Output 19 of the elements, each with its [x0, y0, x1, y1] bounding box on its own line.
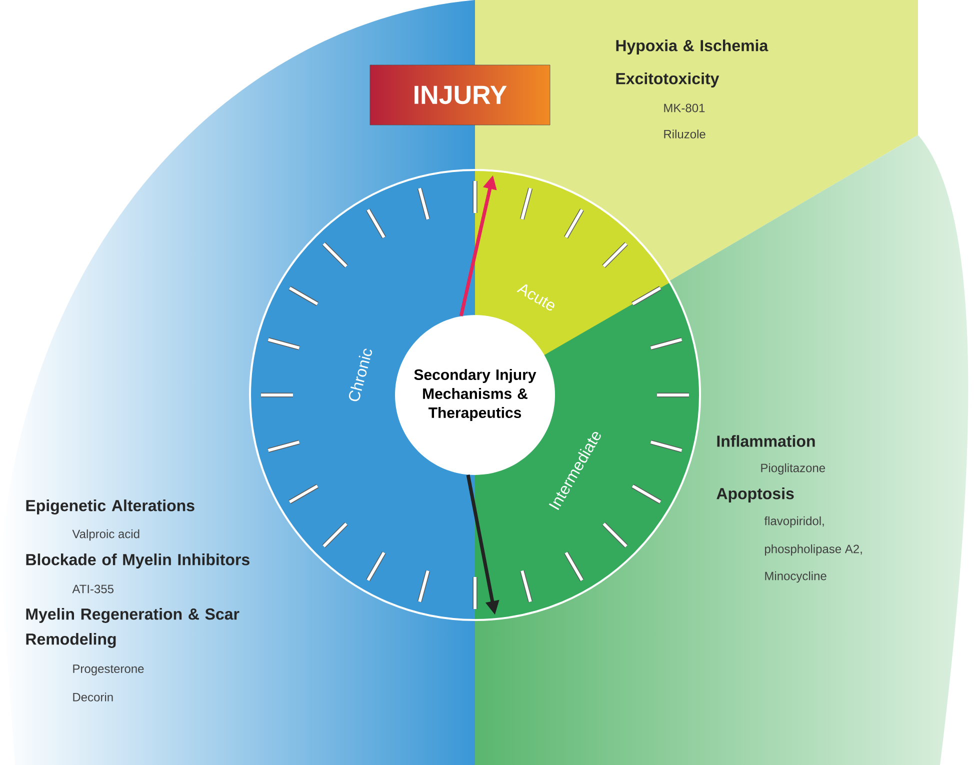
- phase-label: Chronic: [348, 348, 372, 402]
- item-text: Progesterone: [73, 664, 144, 676]
- item-text: Pioglitazone: [761, 463, 826, 475]
- item-text: Riluzole: [664, 130, 706, 138]
- heading-text: Hypoxia & Ischemia: [616, 40, 768, 54]
- item-text: ATI-355: [72, 584, 114, 594]
- item-text: Valproic acid: [72, 529, 140, 541]
- heading-text: Epigenetic Alterations: [26, 500, 194, 514]
- item-text: MK-801: [664, 104, 705, 112]
- heading-text: Myelin Regeneration & Scar Remodeling: [26, 608, 240, 648]
- item-text: phospholipase A2,: [764, 544, 862, 556]
- title-box: INJURY: [370, 64, 550, 126]
- heading-text: Inflammation: [717, 435, 815, 447]
- item-text: flavopiridol,: [764, 516, 824, 528]
- heading-text: Apoptosis: [716, 488, 794, 502]
- item-text: Decorin: [73, 692, 113, 702]
- item-text: Minocycline: [765, 571, 826, 583]
- heading-text: Blockade of Myelin Inhibitors: [26, 554, 250, 568]
- heading-text: Excitotoxicity: [616, 72, 720, 88]
